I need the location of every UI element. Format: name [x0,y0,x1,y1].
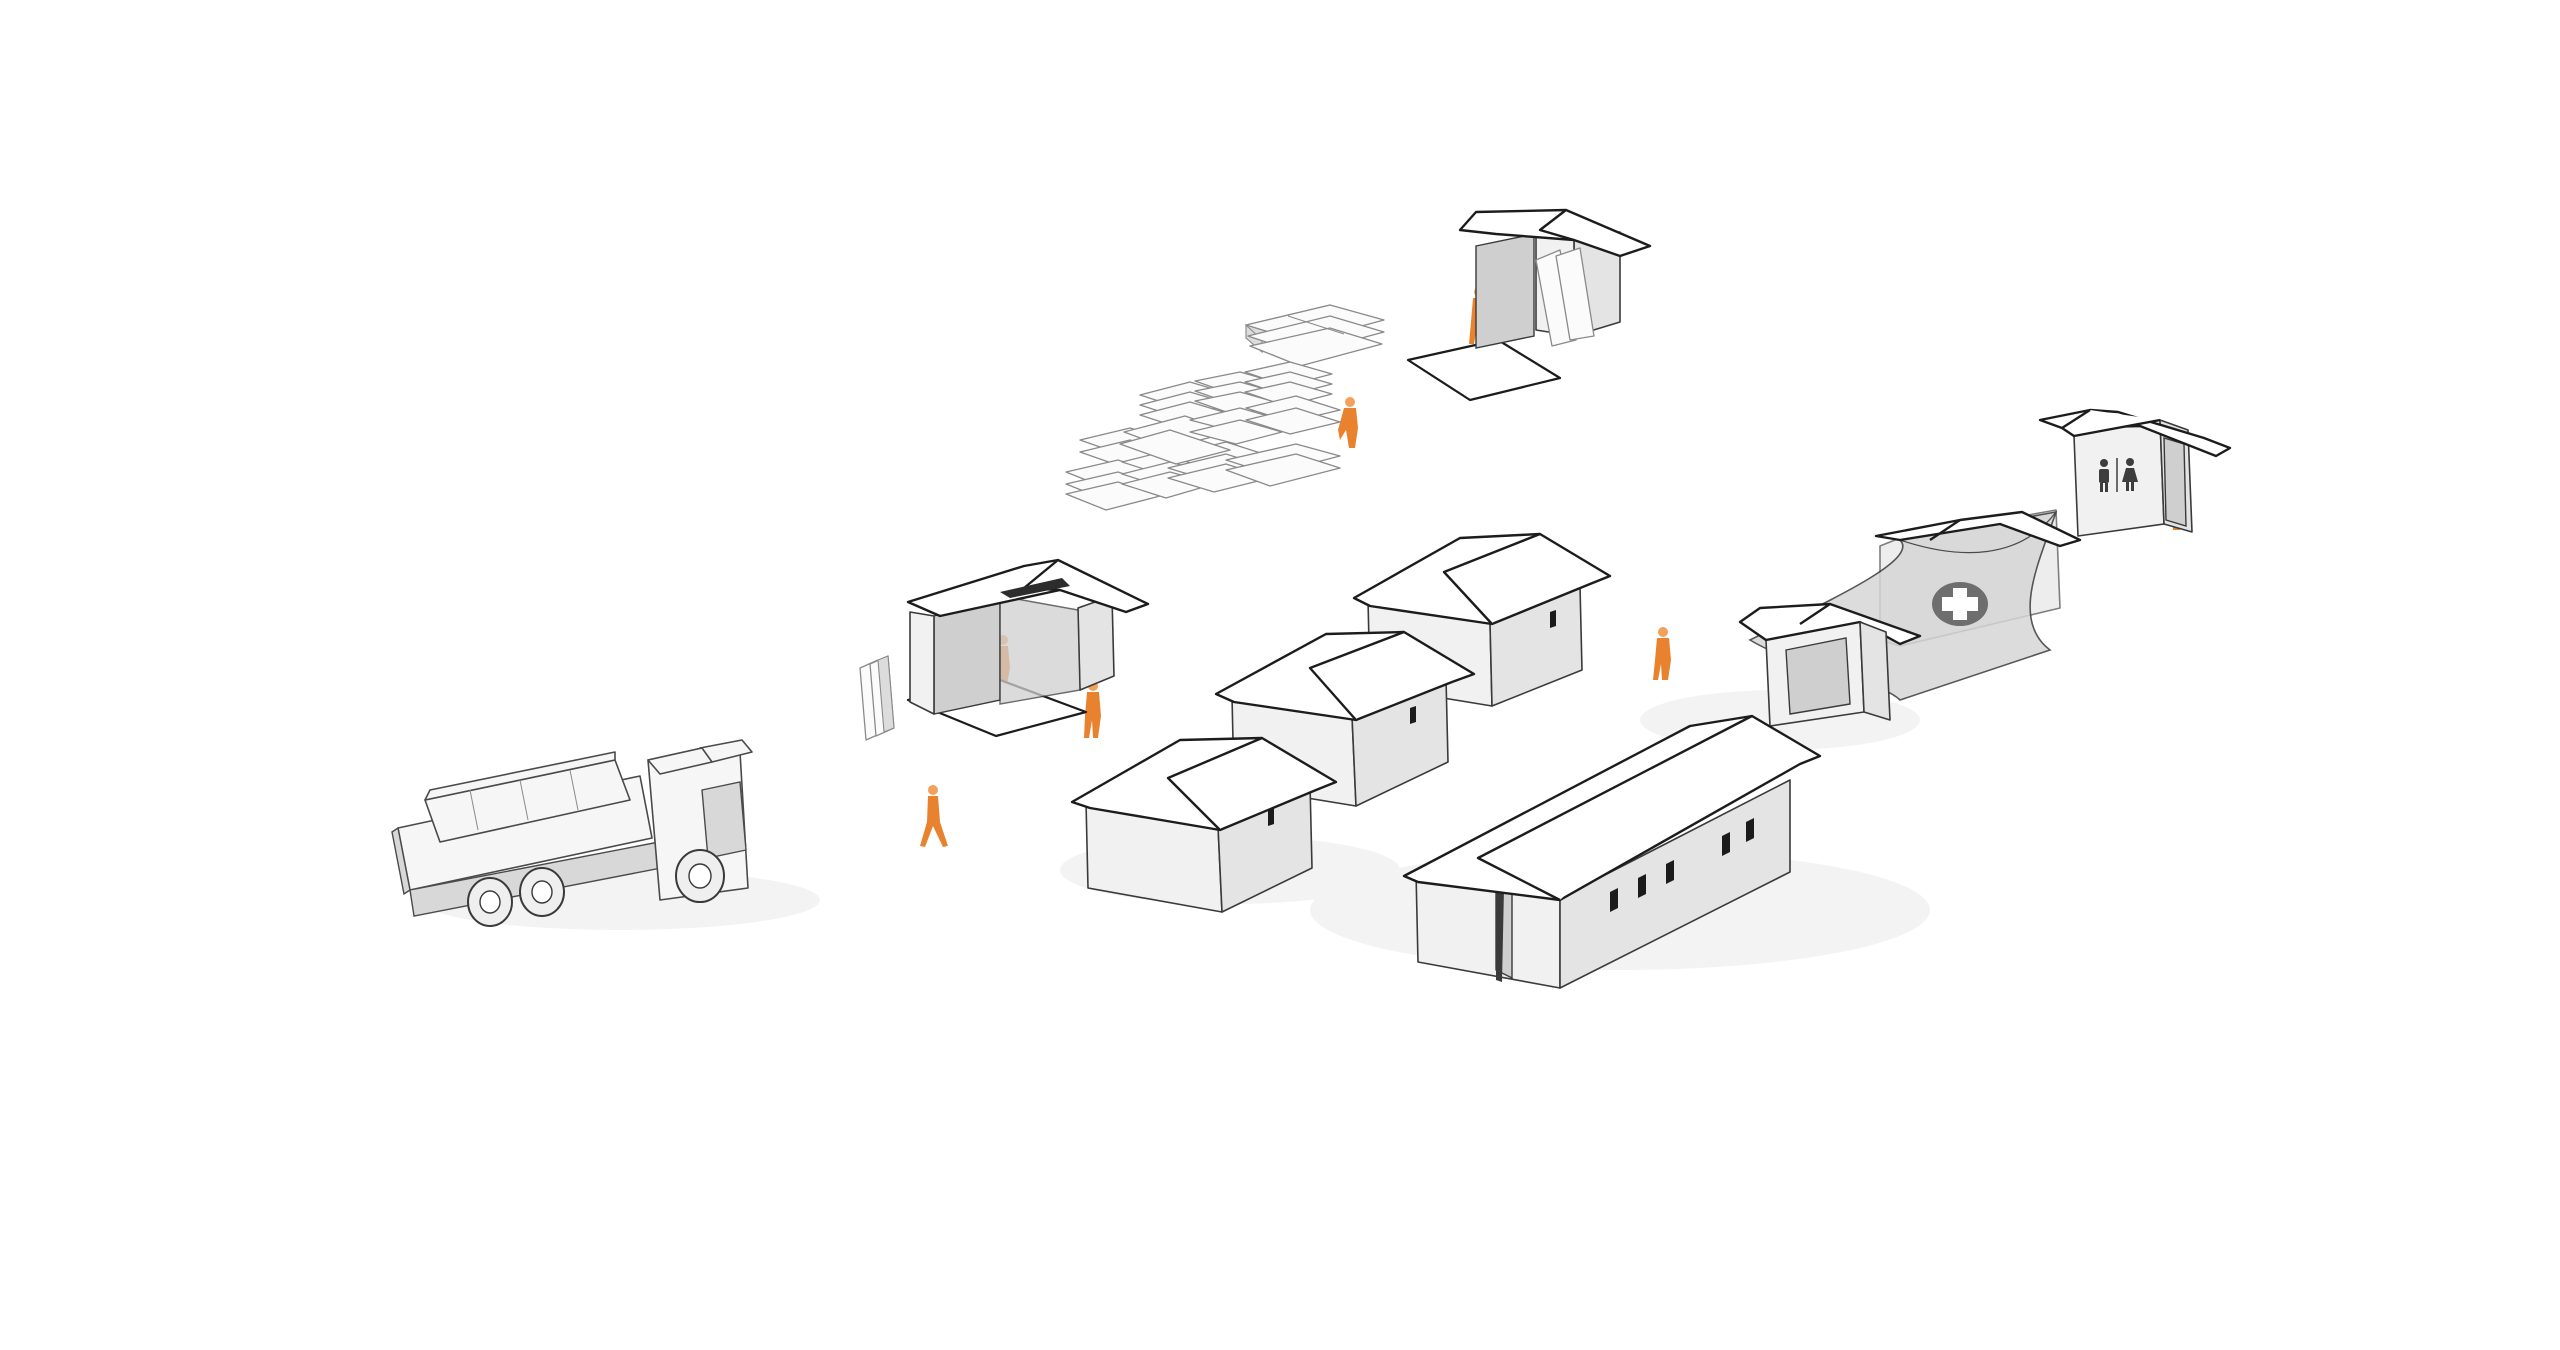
restroom-sign [2099,458,2138,492]
worker-at-small-house [1084,681,1101,738]
long-barrack [1402,714,1822,989]
truck-wheels [467,849,725,927]
medical-cross-icon [1932,582,1988,626]
house-under-construction-top [1406,208,1652,402]
worker-at-panels [1338,397,1358,448]
panel-stack-large [1065,361,1341,511]
house-under-construction-left [906,558,1150,738]
leaning-wall-panels [859,655,895,741]
restroom-unit [2038,408,2232,537]
female-person-icon [2122,458,2138,491]
male-person-icon [2099,459,2109,492]
medical-tent [1738,509,2082,727]
house-front [1070,736,1338,913]
barrack-windows [1610,818,1754,912]
worker-near-truck [920,785,948,847]
house-middle [1214,630,1476,807]
delivery-truck [391,739,753,927]
worker-center [1653,627,1671,680]
panel-stack-small [1245,304,1385,367]
